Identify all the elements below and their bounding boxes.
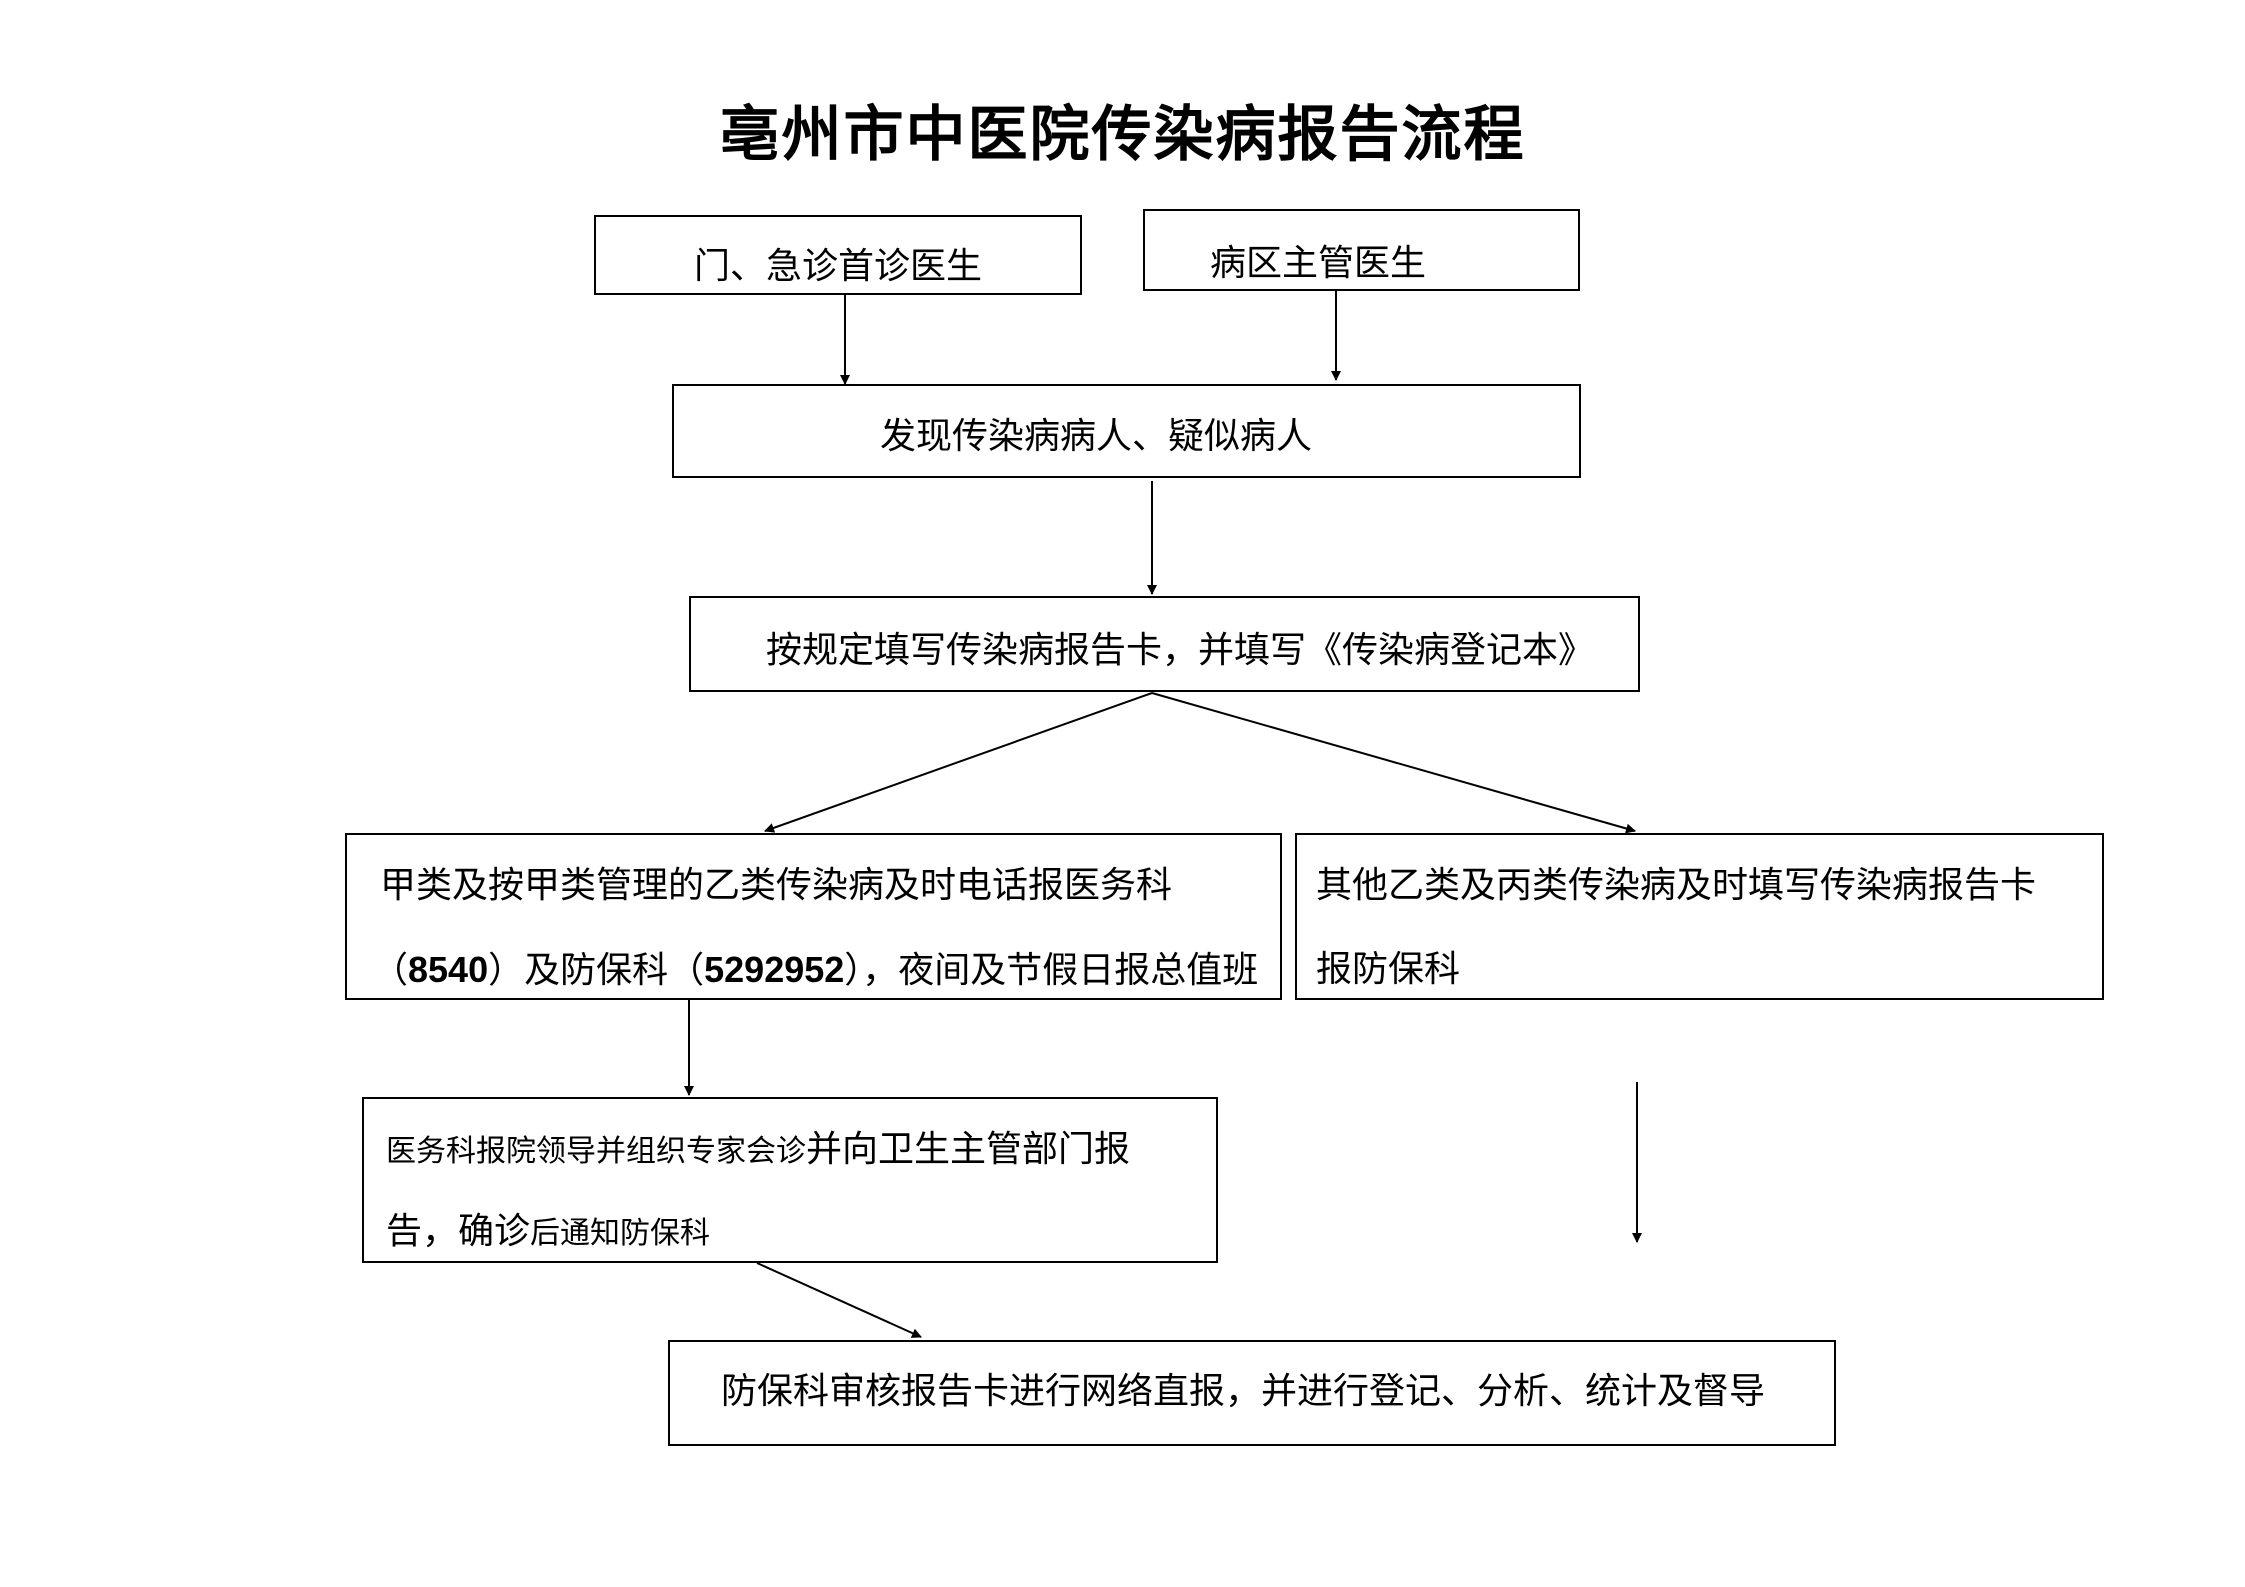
outpatient-doctor-label: 门、急诊首诊医生 — [694, 246, 983, 287]
medical-dept-line1-small: 医务科报院领导并组织专家会诊 — [386, 1134, 806, 1169]
prevention-dept-label: 防保科审核报告卡进行网络直报，并进行登记、分析、统计及督导 — [721, 1371, 1766, 1412]
ward-doctor-label: 病区主管医生 — [1210, 243, 1427, 284]
discover-patient-box — [672, 384, 1581, 478]
other-classes-line1: 其他乙类及丙类传染病及时填写传染病报告卡 — [1316, 865, 2037, 906]
other-classes-box — [1295, 833, 2104, 1000]
class-a-report-line2: （8540）及防保科（5292952），夜间及节假日报总值班 — [372, 948, 1258, 993]
arrow-fill-card-to-class-a — [764, 692, 1153, 833]
ward-doctor-box — [1143, 209, 1580, 291]
fill-report-card-box — [689, 596, 1640, 692]
medical-dept-box — [362, 1097, 1218, 1263]
prevention-dept-box — [668, 1340, 1836, 1446]
page-title: 亳州市中医院传染病报告流程 — [719, 100, 1526, 170]
medical-dept-line1-rest: 并向卫生主管部门报 — [806, 1129, 1131, 1170]
discover-patient-label: 发现传染病病人、疑似病人 — [880, 416, 1313, 457]
class-a-report-line2-mid: ）及防保科（ — [488, 950, 705, 991]
class-a-report-box — [345, 833, 1282, 1000]
medical-dept-line2: 告，确诊后通知防保科 — [386, 1210, 710, 1256]
medical-dept-line2-pre: 告，确诊 — [386, 1211, 531, 1252]
class-a-report-line2-post: ），夜间及节假日报总值班 — [844, 950, 1259, 991]
medical-dept-phone: 8540 — [408, 949, 489, 990]
medical-dept-line2-small: 后通知防保科 — [530, 1216, 711, 1251]
medical-dept-line1: 医务科报院领导并组织专家会诊并向卫生主管部门报 — [386, 1128, 1130, 1174]
other-classes-line2: 报防保科 — [1316, 949, 1461, 990]
class-a-report-line2-pre: （ — [372, 950, 409, 991]
arrow-medical-dept-to-prevention — [756, 1262, 922, 1338]
outpatient-doctor-box — [594, 215, 1082, 295]
prevention-dept-phone: 5292952 — [704, 949, 845, 990]
arrow-fill-card-to-other — [1151, 692, 1636, 834]
fill-report-card-label: 按规定填写传染病报告卡，并填写《传染病登记本》 — [766, 630, 1595, 671]
class-a-report-line1: 甲类及按甲类管理的乙类传染病及时电话报医务科 — [380, 865, 1173, 906]
